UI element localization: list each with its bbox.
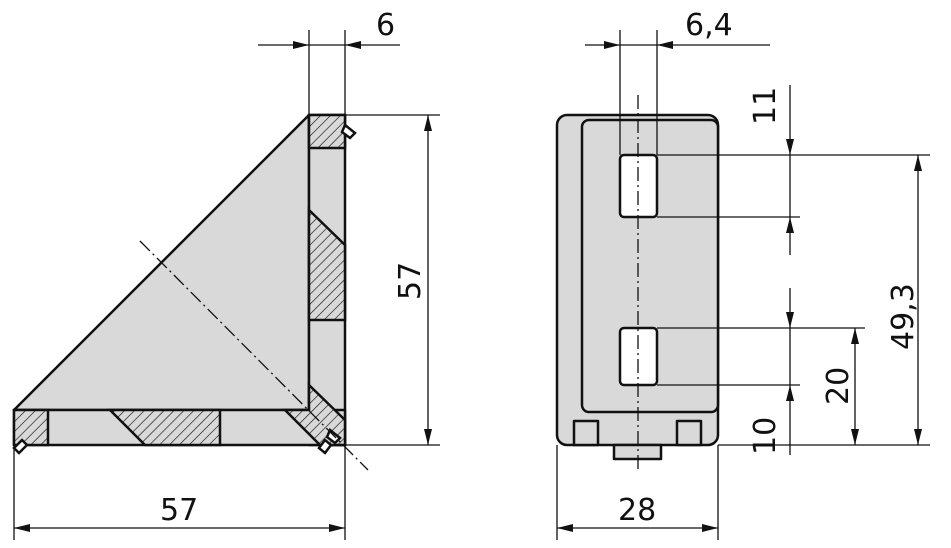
front-view: 6,4 11 10 20 49,3 28 [555,8,930,540]
face [580,118,720,414]
dim-label: 28 [618,493,656,528]
dim-label: 10 [748,417,783,455]
dim-label: 57 [393,262,428,300]
dim-label: 6 [376,8,395,43]
hatch-mid-horizontal [106,408,222,447]
dim-label: 57 [160,493,198,528]
dim-label: 49,3 [886,283,921,350]
side-view: 6 57 57 [12,8,440,540]
hatch-left [12,408,50,447]
hatch-mid-vertical [307,207,347,322]
tab-left [572,419,600,447]
dim-label: 6,4 [685,8,733,43]
tab-right [675,419,703,447]
center-line [139,240,369,471]
hatch-top [307,113,347,150]
dim-label: 11 [748,87,783,125]
dim-label: 20 [821,367,856,405]
slot-tabs [12,122,357,455]
